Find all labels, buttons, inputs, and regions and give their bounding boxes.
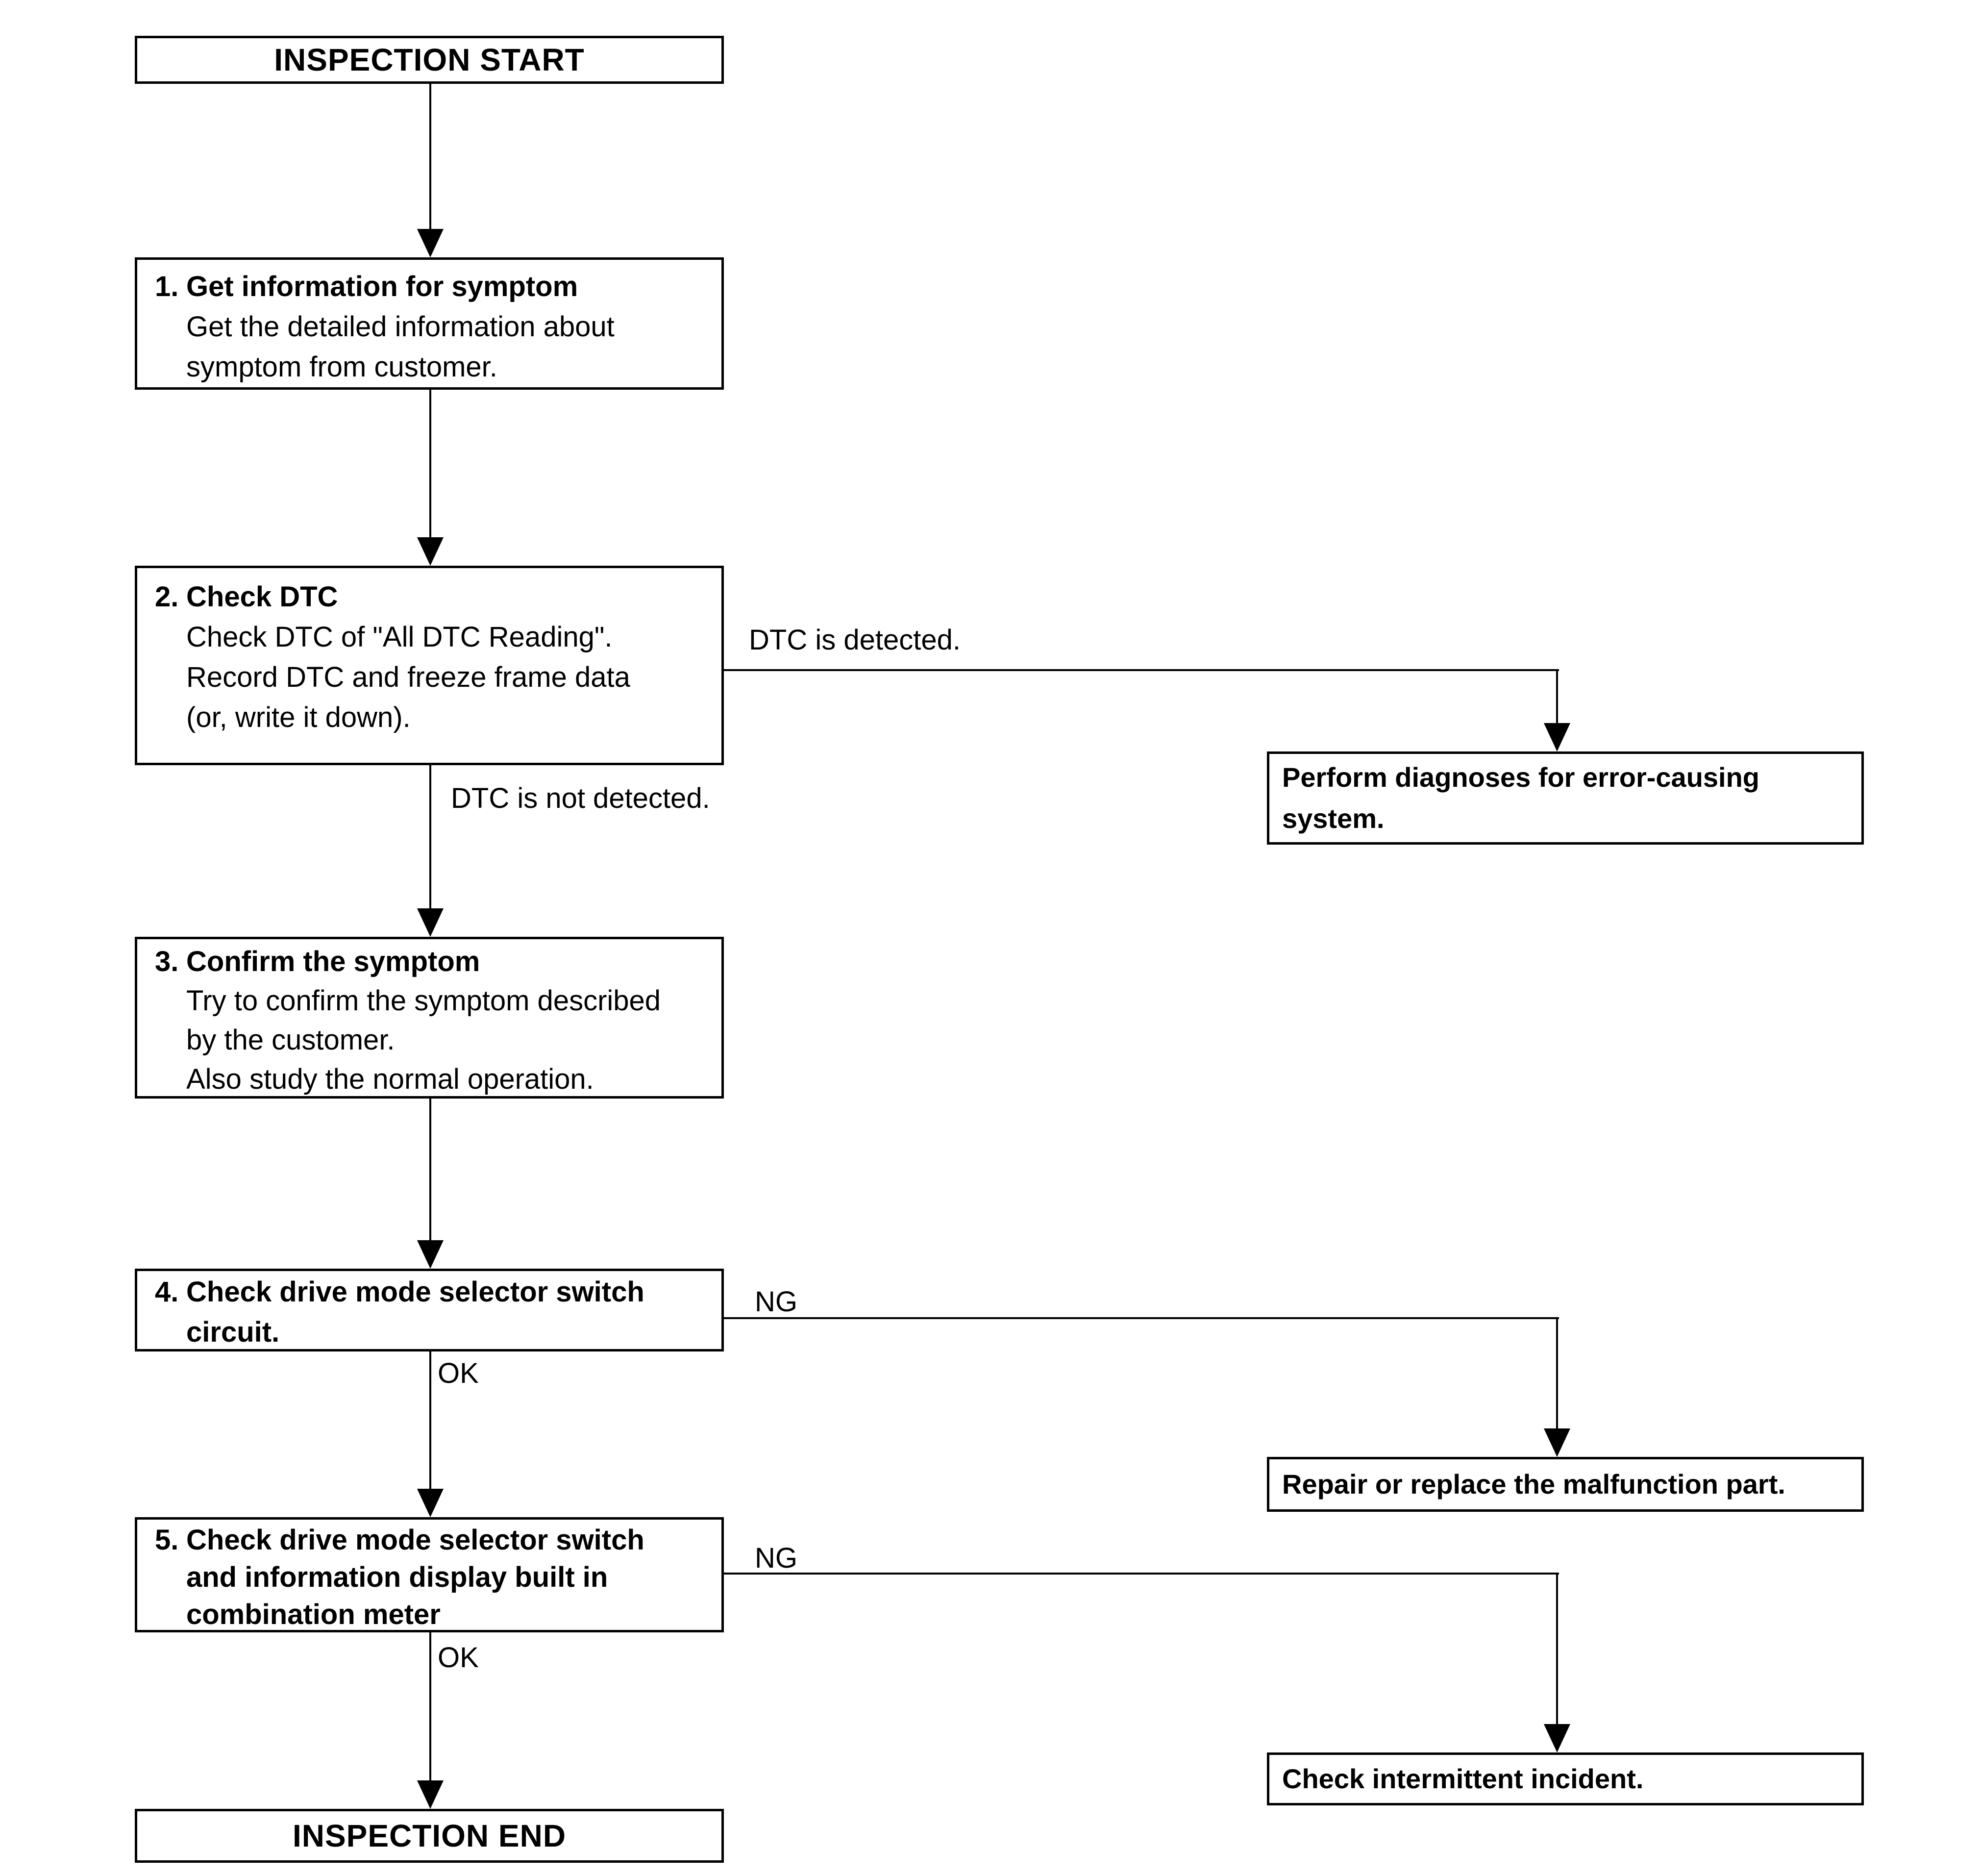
arrowhead-down-icon (417, 537, 444, 566)
connector-step1-to-step2 (429, 390, 431, 537)
arrowhead-down-icon (417, 1780, 444, 1809)
step2-title: Check DTC (186, 581, 338, 613)
step2-content: 2. Check DTC Check DTC of "All DTC Readi… (155, 577, 712, 738)
step5-title-line3: combination meter (186, 1599, 441, 1630)
connector-step2-to-step3 (429, 765, 431, 908)
step1-get-information-node: 1. Get information for symptom Get the d… (135, 257, 724, 390)
branch-step5-to-check-vertical (1556, 1573, 1558, 1724)
step5-check-switch-display-node: 5. Check drive mode selector switch and … (135, 1517, 724, 1632)
step2-desc-line3: (or, write it down). (186, 701, 411, 733)
step5-title-line2: and information display built in (186, 1561, 608, 1593)
arrowhead-down-icon (417, 229, 444, 257)
branch-step4-to-repair-horizontal (724, 1317, 1559, 1319)
perform-diagnoses-node: Perform diagnoses for error-causing syst… (1267, 751, 1864, 845)
step4-number: 4. (155, 1276, 179, 1308)
repair-replace-node: Repair or replace the malfunction part. (1267, 1457, 1864, 1512)
arrowhead-down-icon (1544, 1724, 1570, 1752)
step5-title-line1: Check drive mode selector switch (186, 1524, 644, 1556)
inspection-start-node: INSPECTION START (135, 36, 724, 84)
step4-content: 4. Check drive mode selector switch circ… (155, 1272, 712, 1352)
perform-diagnoses-line1: Perform diagnoses for error-causing (1282, 762, 1760, 793)
perform-diagnoses-line2: system. (1282, 803, 1385, 834)
step2-desc-line2: Record DTC and freeze frame data (186, 661, 630, 693)
step3-number: 3. (155, 946, 179, 977)
edge-label-dtc-detected: DTC is detected. (749, 624, 961, 656)
step3-content: 3. Confirm the symptom Try to confirm th… (155, 942, 712, 1099)
step1-content: 1. Get information for symptom Get the d… (155, 267, 712, 387)
step1-desc-line1: Get the detailed information about (186, 311, 615, 343)
connector-start-to-step1 (429, 84, 431, 229)
step3-desc-line1: Try to confirm the symptom described (186, 985, 661, 1017)
step2-number: 2. (155, 581, 179, 613)
step4-text: Check drive mode selector switch circuit… (186, 1272, 712, 1352)
branch-step4-to-repair-vertical (1556, 1317, 1558, 1428)
edge-label-ok-step4: OK (438, 1357, 479, 1389)
step3-confirm-symptom-node: 3. Confirm the symptom Try to confirm th… (135, 937, 724, 1099)
step5-text: Check drive mode selector switch and inf… (186, 1522, 712, 1633)
step2-check-dtc-node: 2. Check DTC Check DTC of "All DTC Readi… (135, 566, 724, 765)
check-intermittent-node: Check intermittent incident. (1267, 1752, 1864, 1805)
step1-number: 1. (155, 271, 179, 302)
arrowhead-down-icon (417, 1489, 444, 1517)
branch-step5-to-check-horizontal (724, 1573, 1559, 1575)
connector-step3-to-step4 (429, 1099, 431, 1240)
step1-desc-line2: symptom from customer. (186, 351, 497, 383)
step4-title-line2: circuit. (186, 1316, 280, 1348)
arrowhead-down-icon (1544, 1428, 1570, 1457)
step2-desc-line1: Check DTC of "All DTC Reading". (186, 621, 613, 653)
step4-title-line1: Check drive mode selector switch (186, 1276, 644, 1308)
step1-text: Get information for symptom Get the deta… (186, 267, 712, 387)
inspection-end-label: INSPECTION END (292, 1818, 567, 1853)
inspection-end-node: INSPECTION END (135, 1809, 724, 1863)
step5-number: 5. (155, 1524, 179, 1556)
step2-text: Check DTC Check DTC of "All DTC Reading"… (186, 577, 712, 738)
check-intermittent-line1: Check intermittent incident. (1282, 1763, 1644, 1794)
step3-desc-line2: by the customer. (186, 1024, 395, 1056)
step4-check-switch-circuit-node: 4. Check drive mode selector switch circ… (135, 1269, 724, 1351)
inspection-start-label: INSPECTION START (274, 42, 585, 77)
arrowhead-down-icon (417, 1240, 444, 1269)
arrowhead-down-icon (417, 908, 444, 937)
edge-label-ng-step4: NG (755, 1286, 797, 1318)
branch-step2-to-perform-horizontal (724, 669, 1559, 671)
repair-replace-line1: Repair or replace the malfunction part. (1282, 1469, 1785, 1500)
step3-desc-line3: Also study the normal operation. (186, 1063, 594, 1095)
connector-step5-to-end (429, 1632, 431, 1780)
connector-step4-to-step5 (429, 1351, 431, 1489)
step3-text: Confirm the symptom Try to confirm the s… (186, 942, 712, 1099)
arrowhead-down-icon (1544, 723, 1570, 751)
edge-label-dtc-not-detected: DTC is not detected. (451, 782, 710, 814)
step5-content: 5. Check drive mode selector switch and … (155, 1522, 712, 1633)
step3-title: Confirm the symptom (186, 946, 480, 977)
edge-label-ok-step5: OK (438, 1642, 479, 1674)
edge-label-ng-step5: NG (755, 1542, 797, 1574)
branch-step2-to-perform-vertical (1556, 669, 1558, 723)
step1-title: Get information for symptom (186, 271, 578, 302)
